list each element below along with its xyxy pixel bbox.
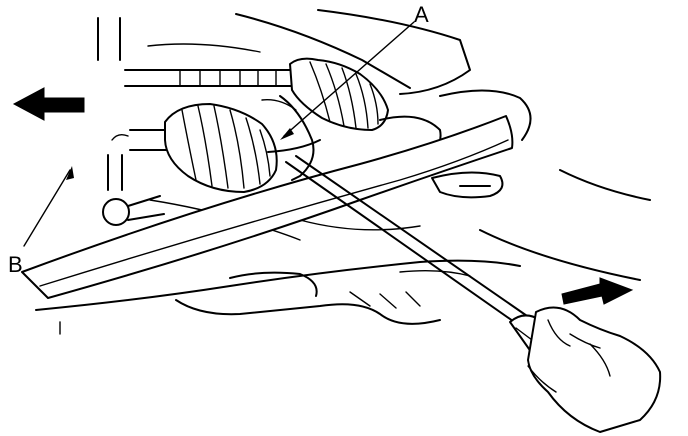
stabilizer-link (102, 133, 165, 226)
leader-line-b (23, 169, 71, 247)
technician-hand (527, 306, 662, 433)
leader-line-b-arrowhead (66, 166, 74, 180)
leader-line-a (283, 21, 415, 137)
callout-label-a: A (414, 2, 429, 27)
arrow-right-icon (561, 277, 634, 305)
arrow-left-icon (12, 87, 85, 121)
subframe (175, 269, 471, 325)
callout-label-b: B (8, 252, 23, 277)
upper-drive-shaft (124, 57, 389, 131)
lower-control-arm (21, 115, 521, 335)
leader-line-a-arrowhead (280, 128, 294, 140)
vehicle-frame (97, 9, 651, 281)
lower-drive-shaft (129, 103, 321, 193)
